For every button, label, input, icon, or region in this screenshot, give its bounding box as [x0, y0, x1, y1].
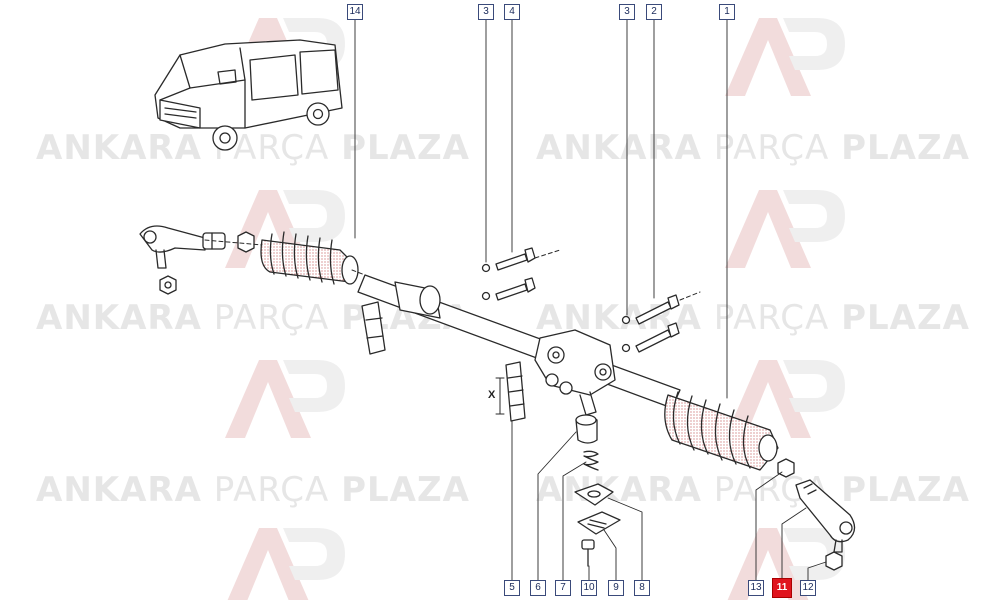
callout-11-selected[interactable]: 11 — [772, 578, 792, 598]
nut-right — [825, 551, 843, 571]
steering-boot-right — [664, 391, 779, 471]
callout-5[interactable]: 5 — [504, 580, 520, 596]
cover-gasket — [574, 483, 614, 506]
watermark-text: ANKARA PARÇA PLAZA — [536, 128, 970, 168]
callout-3[interactable]: 3 — [619, 4, 635, 20]
callout-10[interactable]: 10 — [581, 580, 597, 596]
callout-14[interactable]: 14 — [347, 4, 363, 20]
mounting-clamp-5 — [495, 361, 526, 422]
callout-9[interactable]: 9 — [608, 580, 624, 596]
dimension-label: X — [488, 389, 496, 401]
leader-lines — [354, 17, 827, 581]
plunger-spring — [583, 450, 599, 471]
cover-bolt — [581, 539, 595, 567]
tie-rod-end-left — [139, 225, 206, 295]
tie-rod-end-right — [795, 479, 856, 553]
bolt-upper-right — [621, 294, 680, 353]
callout-1[interactable]: 1 — [719, 4, 735, 20]
cover-plate — [577, 511, 621, 535]
mounting-clamp-left — [361, 301, 386, 355]
steering-rack-housing — [357, 274, 681, 416]
callout-7[interactable]: 7 — [555, 580, 571, 596]
callout-2[interactable]: 2 — [646, 4, 662, 20]
callout-8[interactable]: 8 — [634, 580, 650, 596]
rack-plunger — [575, 414, 598, 444]
callout-3[interactable]: 3 — [478, 4, 494, 20]
bolt-upper-left — [481, 247, 536, 301]
callout-6[interactable]: 6 — [530, 580, 546, 596]
watermark-text: ANKARA PARÇA PLAZA — [36, 470, 470, 510]
steering-boot-left — [260, 231, 359, 285]
callout-12[interactable]: 12 — [800, 580, 816, 596]
lock-nut-right — [777, 458, 795, 478]
watermark-text: ANKARA PARÇA PLAZA — [536, 298, 970, 338]
callout-13[interactable]: 13 — [748, 580, 764, 596]
van-illustration — [154, 39, 343, 151]
callout-4[interactable]: 4 — [504, 4, 520, 20]
